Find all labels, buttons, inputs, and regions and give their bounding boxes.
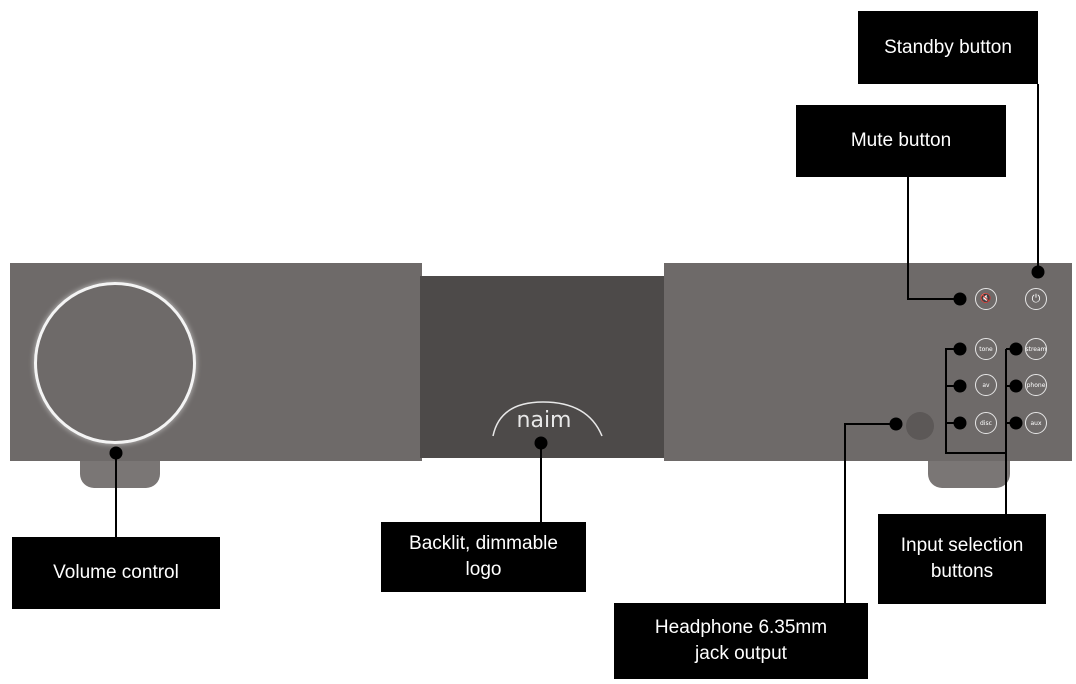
input-button-av[interactable]: av [975, 374, 997, 396]
input-button-tone[interactable]: tone [975, 338, 997, 360]
input-button-label: stream [1025, 345, 1047, 353]
center-display-panel [420, 276, 666, 458]
logo-label: Backlit, dimmable logo [381, 522, 586, 592]
input-button-disc[interactable]: disc [975, 412, 997, 434]
input-button-stream[interactable]: stream [1025, 338, 1047, 360]
left-foot [80, 458, 160, 488]
right-panel [664, 263, 1072, 461]
headphone-jack[interactable] [906, 412, 934, 440]
standby-button-label: Standby button [858, 11, 1038, 84]
power-icon: ⏻ [1031, 292, 1041, 305]
naim-logo: naim [516, 408, 572, 433]
input-button-phone[interactable]: phone [1025, 374, 1047, 396]
volume-knob[interactable] [34, 282, 196, 444]
input-button-label: tone [979, 345, 993, 353]
right-foot [928, 458, 1010, 488]
standby-button[interactable]: ⏻ [1025, 288, 1047, 310]
input-button-label: phone [1026, 381, 1046, 389]
input-button-aux[interactable]: aux [1025, 412, 1047, 434]
input-button-label: aux [1030, 419, 1042, 427]
volume-control-label: Volume control [12, 537, 220, 609]
headphone-jack-label: Headphone 6.35mm jack output [614, 603, 868, 679]
mute-speaker-icon: 🔇 [980, 294, 992, 304]
input-selection-label: Input selection buttons [878, 514, 1046, 604]
input-button-label: disc [980, 419, 992, 427]
input-button-label: av [982, 381, 990, 389]
mute-button[interactable]: 🔇 [975, 288, 997, 310]
mute-button-label: Mute button [796, 105, 1006, 177]
